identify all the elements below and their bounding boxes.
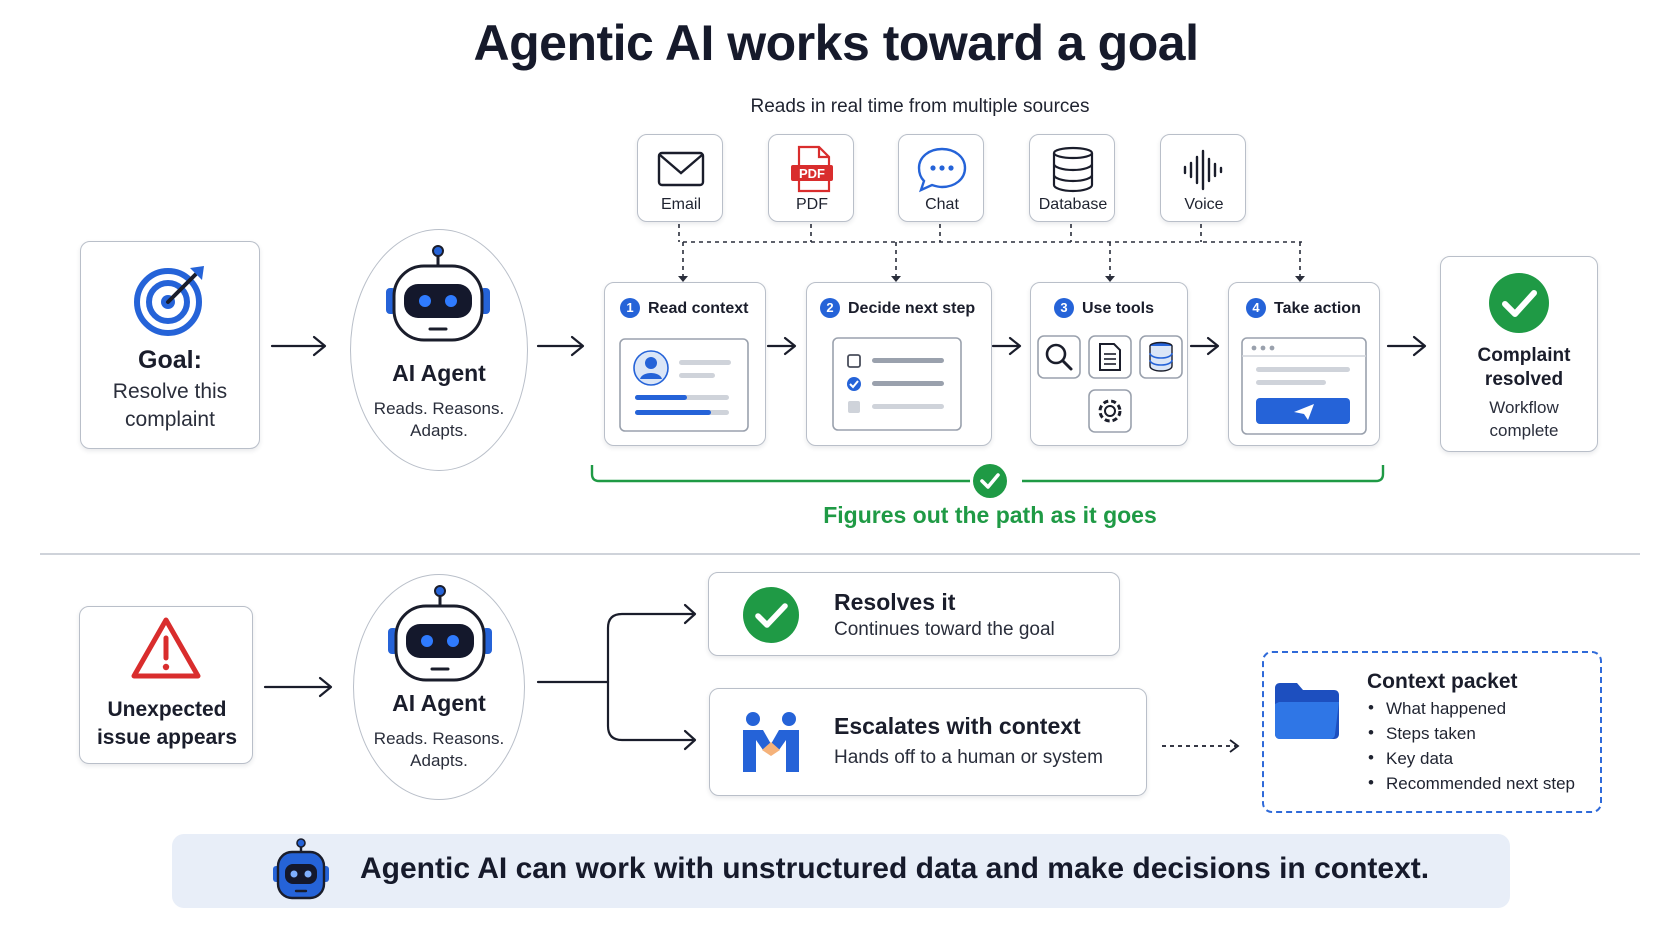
path-caption: Figures out the path as it goes [823,502,1157,528]
source-email: Email [637,134,723,222]
outcome-title: Complaint resolved [1444,344,1604,392]
email-icon [657,151,705,187]
source-voice: Voice [1160,134,1246,222]
goal-text: Resolve this complaint [80,378,260,434]
goal-card [80,241,260,449]
source-chat: Chat [898,134,984,222]
outcome-sub: Workflow complete [1444,396,1604,442]
checklist-icon [832,337,962,431]
voice-icon [1183,149,1223,191]
path-check-icon [973,464,1007,498]
step-number: 1 [620,298,640,318]
step-number: 4 [1246,298,1266,318]
agent-name: AI Agent [392,360,486,386]
packet-item: Recommended next step [1368,773,1575,799]
step-number: 3 [1054,298,1074,318]
packet-item: What happened [1368,698,1575,724]
step-label: Decide next step [848,300,976,317]
check-circle-icon [1489,273,1549,333]
outcome-sub-line: Workflow [1489,398,1559,417]
source-database: Database [1029,134,1115,222]
handshake-icon [743,712,799,772]
resolves-title: Resolves it [834,589,956,615]
chat-icon [917,147,967,193]
packet-item: Steps taken [1368,723,1575,749]
step-heading: 1 Read context [620,298,748,318]
profile-card-icon [619,338,749,432]
agent-sub-line: Adapts. [410,421,468,440]
source-label: PDF [796,196,828,213]
source-label: Voice [1184,196,1224,213]
issue-text-line: Unexpected [107,698,227,721]
packet-title: Context packet [1367,670,1518,693]
step-heading: 2 Decide next step [820,298,975,318]
folder-icon [1275,683,1339,739]
goal-text-line: Resolve this [112,380,228,403]
agent-sub-line: Reads. Reasons. [373,729,505,748]
warning-icon [131,617,201,679]
pdf-badge: PDF [799,166,825,181]
goal-text-line: complaint [125,408,215,431]
goal-title: Goal: [138,346,202,374]
source-label: Database [1038,196,1108,213]
escalates-sub: Hands off to a human or system [834,747,1103,768]
packet-list: What happened Steps taken Key data Recom… [1368,698,1575,799]
banner-text: Agentic AI can work with unstructured da… [360,852,1430,885]
robot-icon [388,585,492,682]
send-window-icon [1241,337,1367,435]
robot-icon [386,245,490,342]
step-heading: 3 Use tools [1054,298,1154,318]
section-divider [40,553,1640,555]
bottom-banner [172,834,1510,908]
step-label: Use tools [1082,300,1155,317]
sources-heading: Reads in real time from multiple sources [750,96,1090,117]
issue-text-line: issue appears [96,726,238,749]
tools-icon [1037,335,1183,433]
robot-icon [273,838,329,900]
step-number: 2 [820,298,840,318]
page-title: Agentic AI works toward a goal [473,15,1199,71]
agent-sub: Reads. Reasons. Adapts. [353,728,525,772]
source-label: Email [660,196,701,213]
outcome-title-line: Complaint [1477,345,1571,366]
database-icon [1052,146,1094,193]
escalates-title: Escalates with context [834,713,1081,739]
agent-name: AI Agent [392,690,486,716]
step-heading: 4 Take action [1246,298,1361,318]
target-icon [134,266,204,336]
check-circle-icon [743,587,799,643]
resolves-sub: Continues toward the goal [834,619,1055,640]
packet-item: Key data [1368,748,1575,774]
agent-sub-line: Adapts. [410,751,468,770]
agent-sub-line: Reads. Reasons. [373,399,505,418]
outcome-title-line: resolved [1484,369,1564,390]
step-label: Take action [1274,300,1361,317]
pdf-icon: PDF [791,145,833,193]
agent-sub: Reads. Reasons. Adapts. [350,398,528,442]
source-pdf: PDF PDF [768,134,854,222]
outcome-sub-line: complete [1489,421,1559,440]
issue-text: Unexpected issue appears [80,696,254,752]
step-label: Read context [648,300,749,317]
source-label: Chat [925,196,959,213]
